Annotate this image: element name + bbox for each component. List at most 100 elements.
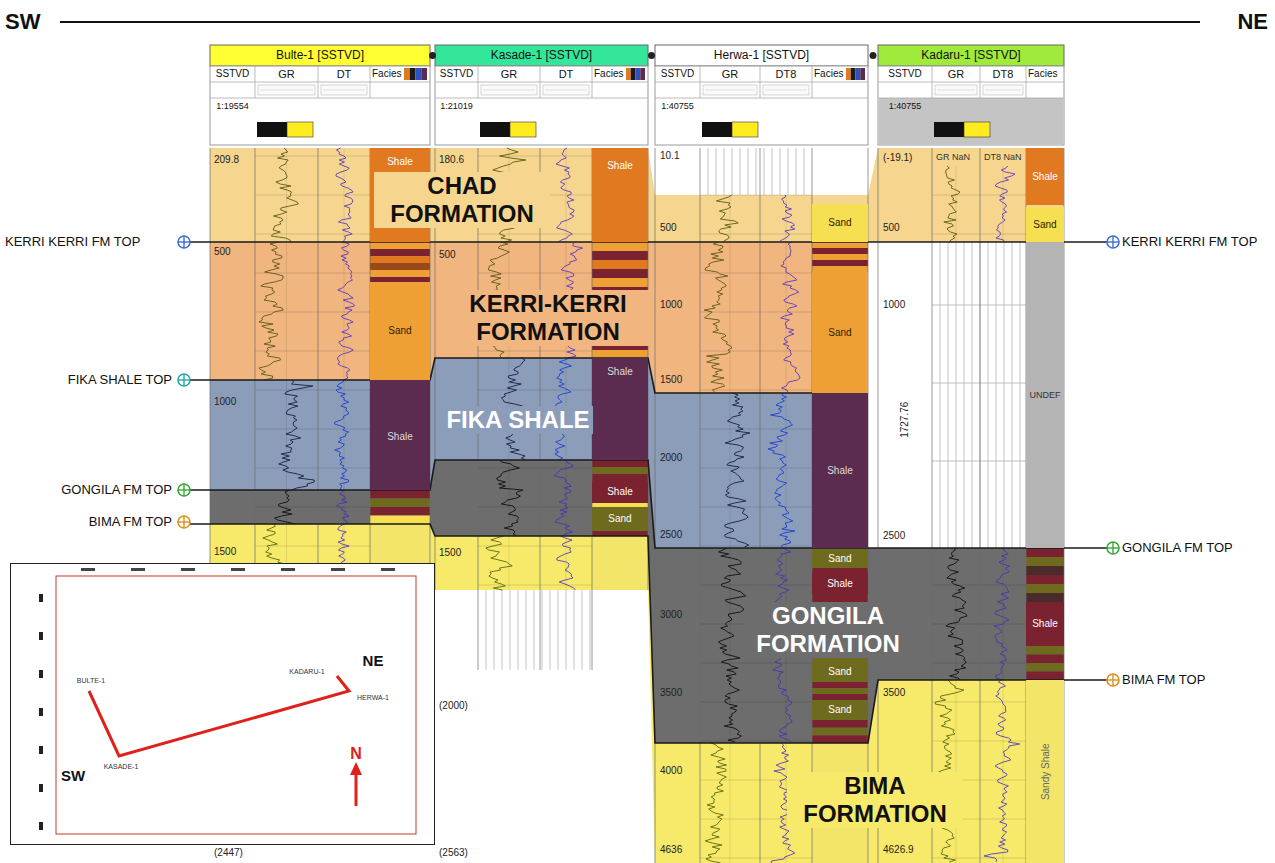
grid-line xyxy=(582,590,583,670)
grid-line xyxy=(1003,166,1004,242)
direction-label: NE xyxy=(363,652,384,669)
grid-line xyxy=(932,702,1026,703)
scale-strip xyxy=(545,90,587,91)
track-header: GR xyxy=(948,68,965,81)
map-frame xyxy=(56,576,416,834)
facies-label: Shale xyxy=(1032,171,1058,183)
facies-key xyxy=(846,68,851,80)
well-name-bar xyxy=(878,45,1064,66)
facies-stripe xyxy=(592,242,648,251)
grid-line xyxy=(286,490,287,524)
grid-line xyxy=(700,702,812,703)
grid-line xyxy=(786,242,787,393)
facies-stripe xyxy=(812,254,868,260)
facies-label: Shale xyxy=(827,578,853,590)
formation-name: KERRI-KERRI FORMATION xyxy=(445,290,651,345)
well-label: KADARU-1 xyxy=(289,668,324,676)
header-rule xyxy=(1026,66,1027,98)
grid-line xyxy=(255,468,370,469)
header-rule xyxy=(700,66,701,98)
grid-line xyxy=(756,148,757,195)
grid-line xyxy=(940,242,941,548)
facies-key xyxy=(851,68,856,80)
sonic-curve xyxy=(984,680,1020,862)
grid-line xyxy=(255,390,370,391)
grid-line xyxy=(566,536,567,590)
facies-stripe xyxy=(370,270,430,277)
grid-line xyxy=(932,741,1026,742)
grid-line xyxy=(486,590,487,670)
facies-stripe xyxy=(592,536,648,590)
map-tick xyxy=(181,568,195,571)
grid-line xyxy=(558,590,559,670)
gamma-ray-curve xyxy=(716,195,738,241)
grid-line xyxy=(255,312,370,313)
depth-label: 1500 xyxy=(439,547,461,559)
map-drawing xyxy=(11,564,434,844)
grid-line xyxy=(700,429,812,430)
depth-scale: 1:40755 xyxy=(889,101,922,111)
facies-label: Shale xyxy=(1032,618,1058,630)
grid-line xyxy=(948,242,949,548)
track-header: DT8 xyxy=(993,68,1014,81)
grid-line xyxy=(478,507,592,508)
horizon-line xyxy=(190,241,1107,243)
depth-label: (-19.1) xyxy=(883,152,912,164)
north-arrow xyxy=(355,774,358,806)
grid-line xyxy=(972,242,973,548)
grid-line xyxy=(700,468,812,469)
grid-line xyxy=(255,429,370,430)
map-tick xyxy=(39,594,43,602)
facies-stripe xyxy=(1026,646,1064,655)
facies-box: Shale xyxy=(370,380,430,490)
horizon-label: FIKA SHALE TOP xyxy=(68,373,172,388)
sonic-curve xyxy=(337,490,350,524)
facies-label: Shale xyxy=(607,160,633,172)
facies-stripe xyxy=(1026,557,1064,566)
scale-strip xyxy=(765,90,807,91)
facies-key xyxy=(636,68,641,80)
facies-stripe xyxy=(370,263,430,270)
map-tick xyxy=(381,568,395,571)
grid-line xyxy=(286,242,287,380)
facies-key xyxy=(410,68,416,80)
scale-strip xyxy=(323,90,365,91)
track-header: Facies xyxy=(594,68,623,80)
well-label: HERWA-1 xyxy=(357,694,389,702)
facies-label: Sandy Shale xyxy=(1039,743,1051,800)
section-route xyxy=(89,676,349,756)
formation-name: BIMA FORMATION xyxy=(787,772,963,827)
direction-label: SW xyxy=(5,9,40,34)
facies-stripe xyxy=(1026,566,1064,575)
depth-scale: 1:40755 xyxy=(661,101,694,111)
scale-strip xyxy=(935,85,977,95)
facies-stripe xyxy=(812,688,868,694)
grid-line xyxy=(509,536,510,590)
header-body xyxy=(210,66,430,145)
well-header-frame xyxy=(878,45,1064,145)
well-label: KASADE-1 xyxy=(104,763,139,771)
gamma-ray-curve xyxy=(704,242,732,392)
grid-line xyxy=(700,858,812,859)
facies-box: Sand xyxy=(812,662,868,682)
facies-column xyxy=(370,242,1064,863)
sonic-curve xyxy=(557,536,575,590)
depth-label: 1727.76 xyxy=(899,402,911,438)
facies-stripe xyxy=(592,474,648,481)
grid-line xyxy=(932,234,1026,235)
horizon-line xyxy=(190,358,868,393)
facies-box: Shale xyxy=(592,358,648,460)
sonic-curve xyxy=(768,393,795,547)
grid-line xyxy=(932,585,1026,586)
facies-box: Sand xyxy=(812,272,868,393)
sonic-curve xyxy=(554,460,573,536)
scale-strip xyxy=(705,90,755,91)
header-rule xyxy=(592,66,593,98)
facies-stripe xyxy=(812,248,868,254)
curve-note: GR NaN xyxy=(936,152,970,162)
grid-line xyxy=(788,148,789,195)
grid-line xyxy=(932,195,1026,196)
facies-stripe xyxy=(370,499,430,508)
grid-line xyxy=(700,195,812,196)
